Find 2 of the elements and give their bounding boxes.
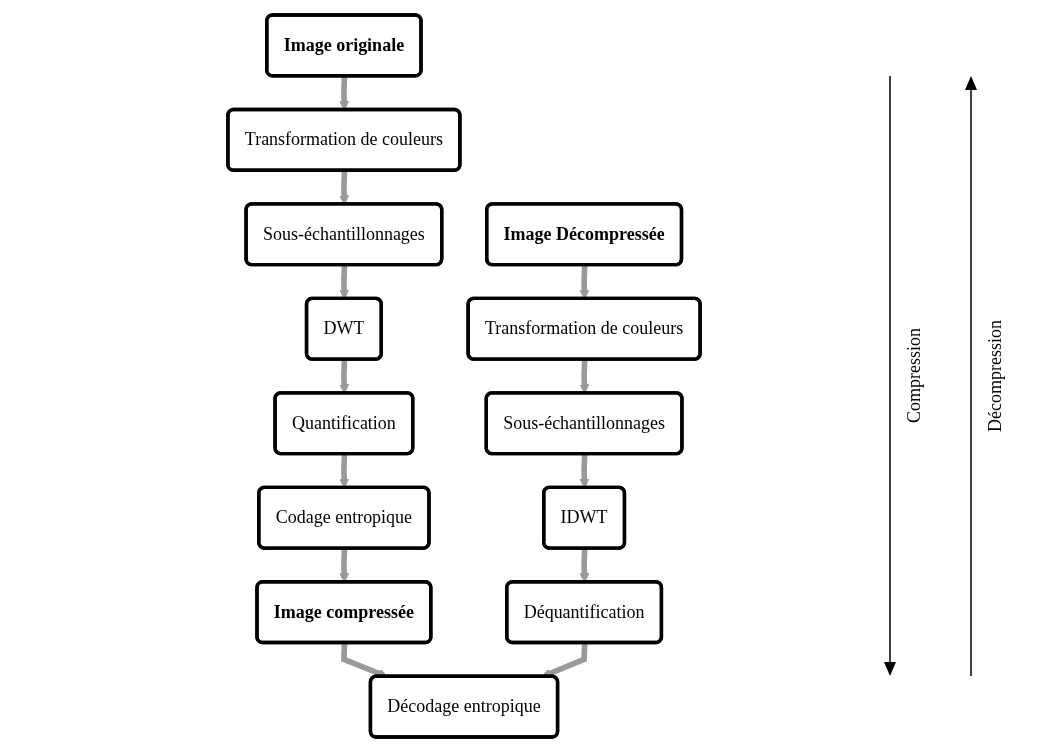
direction-label: Décompression [984,319,1006,432]
direction-label: Compression [903,328,925,423]
